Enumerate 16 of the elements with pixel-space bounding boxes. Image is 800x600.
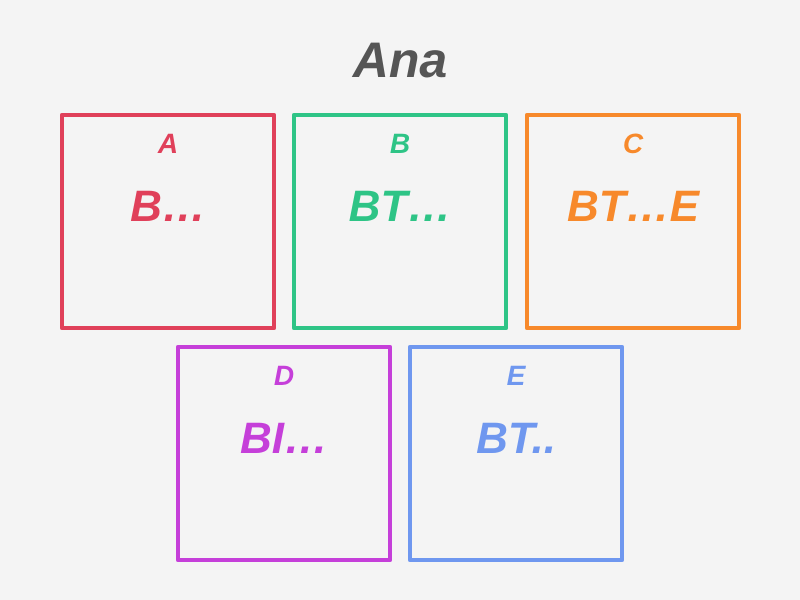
card-heading: B — [390, 127, 410, 161]
square-card — [292, 113, 508, 330]
square-card — [176, 345, 392, 562]
title: Ana — [352, 31, 448, 90]
card-heading: A — [158, 127, 178, 161]
card-text: B… — [130, 181, 206, 233]
square-card — [408, 345, 624, 562]
card-text: BT…E — [567, 181, 699, 233]
card-heading: E — [506, 359, 526, 393]
card-heading: C — [622, 127, 644, 161]
card-text: BI… — [240, 413, 328, 465]
card-heading: D — [274, 359, 294, 393]
square-card — [60, 113, 276, 330]
card-text: BT.. — [476, 413, 556, 465]
square-card — [525, 113, 741, 330]
card-text: BT… — [348, 181, 452, 233]
